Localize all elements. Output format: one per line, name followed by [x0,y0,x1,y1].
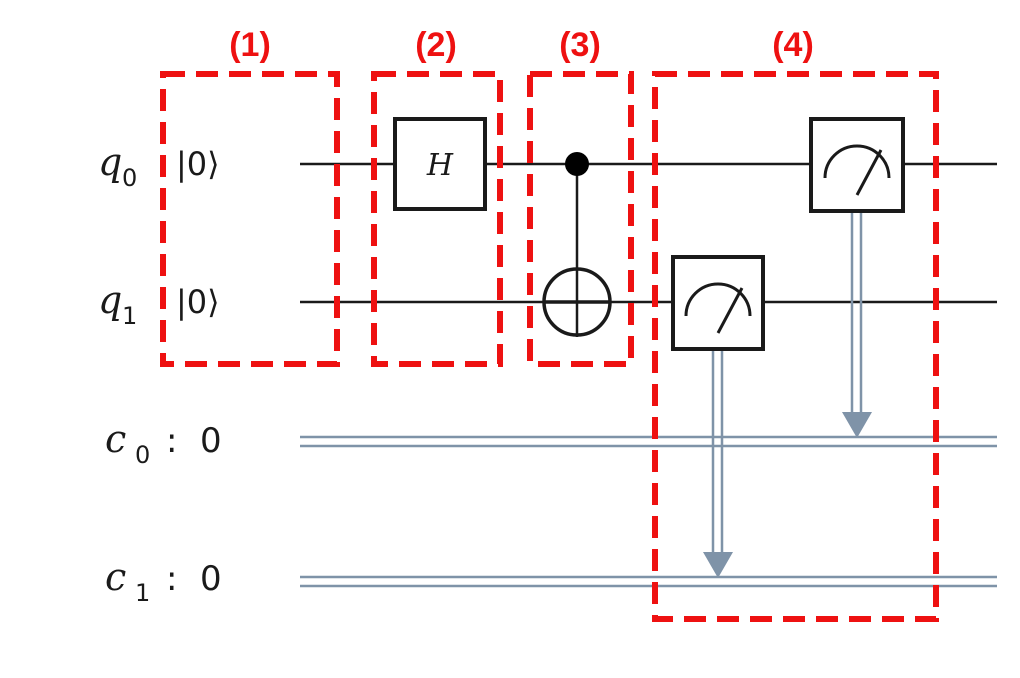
qubit-label-q1: q 1 |0⟩ [98,278,220,330]
hadamard-gate: H [393,117,487,211]
svg-text::: : [166,559,177,599]
svg-text:1: 1 [135,579,150,607]
meter-icon [823,144,891,179]
svg-text:0: 0 [122,164,137,192]
measure-q1 [671,255,765,578]
clbit-label-c1: c 1 : 0 [105,555,222,607]
svg-text:c: c [105,555,126,599]
qubit-label-q0: q 0 |0⟩ [98,140,220,192]
clbit-value-c0: 0 [200,421,222,461]
step-box-4 [652,71,939,622]
step-label-2: (2) [415,26,457,64]
svg-text:c: c [105,417,126,461]
step-box-2 [371,71,503,367]
step-label-3: (3) [559,26,601,64]
svg-text:q: q [98,278,122,322]
svg-text:H: H [426,148,454,183]
wire-c0 [300,435,997,448]
initial-state-q1: |0⟩ [176,283,220,321]
measure-q0 [809,117,905,438]
svg-text:1: 1 [122,302,137,330]
clbit-label-c0: c 0 : 0 [105,417,222,469]
svg-text:q: q [98,140,122,184]
step-label-4: (4) [772,26,814,64]
control-dot [565,152,589,176]
svg-text::: : [166,421,177,461]
wire-c1 [300,575,997,588]
initial-state-q0: |0⟩ [176,145,220,183]
cnot-gate [542,152,612,337]
step-box-1 [160,71,340,367]
step-label-1: (1) [229,26,271,64]
svg-text:0: 0 [135,441,150,469]
clbit-value-c1: 0 [200,559,222,599]
step-box-3 [527,71,634,367]
meter-icon [684,282,752,317]
